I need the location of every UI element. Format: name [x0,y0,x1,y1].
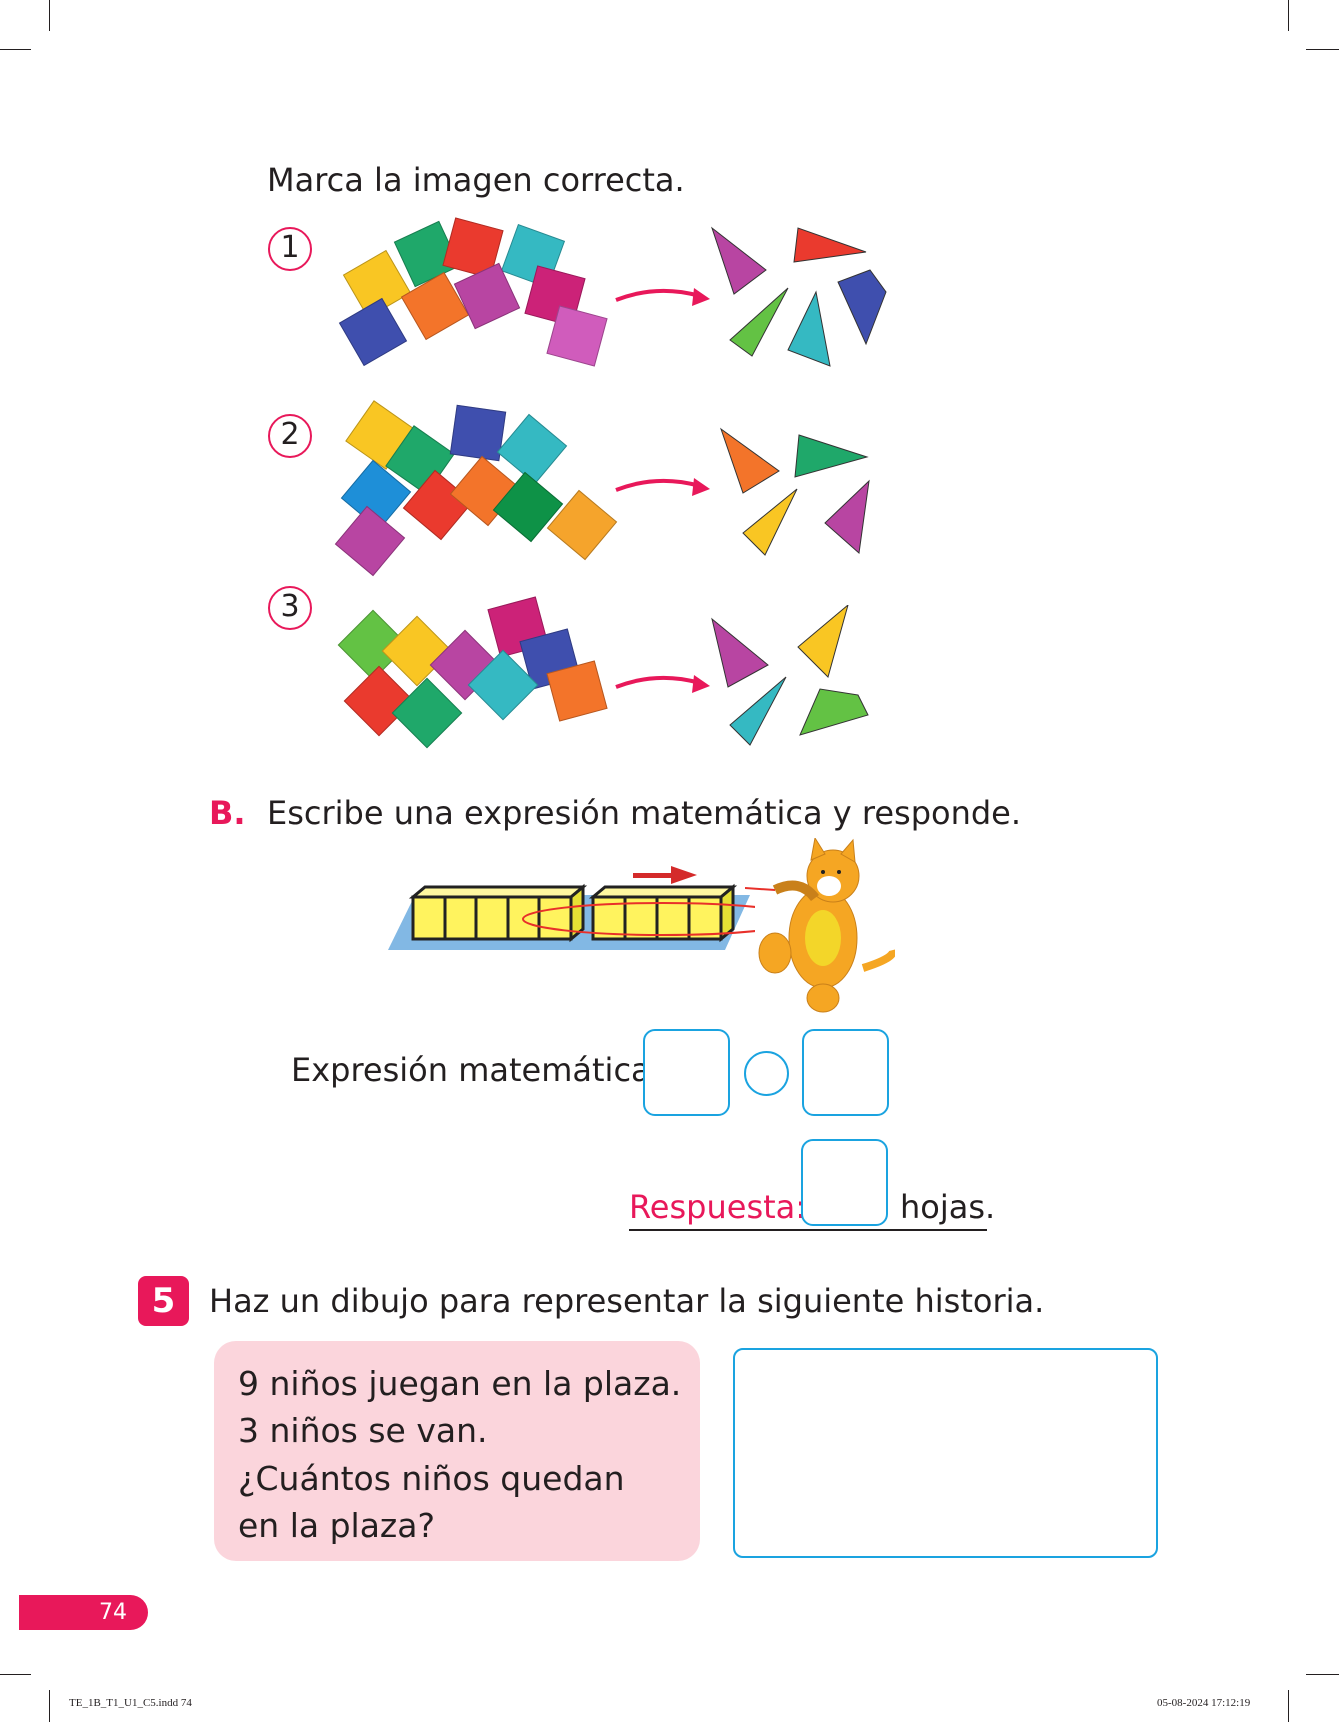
arrow-right-icon [615,675,710,693]
crop-mark [1306,49,1339,50]
answer-underline [629,1229,987,1231]
arrow-right-icon [615,478,710,496]
answer-unit: hojas. [900,1188,996,1226]
exercise-5-instruction: Haz un dibujo para representar la siguie… [209,1282,1045,1320]
answer-label: Respuesta: [629,1188,807,1226]
section-b-instruction: Escribe una expresión matemática y respo… [267,794,1022,832]
paper-planes-3 [711,605,869,746]
instruction-heading: Marca la imagen correcta. [267,161,685,199]
expression-operator-circle[interactable] [744,1051,789,1096]
crop-mark [49,0,50,31]
crop-mark [0,49,31,50]
story-line: en la plaza? [238,1506,435,1545]
exercise-5-badge: 5 [138,1276,189,1326]
story-line: ¿Cuántos niños quedan [238,1459,625,1498]
paper-planes-1 [711,226,887,367]
section-b-letter: B. [209,794,246,832]
option-2-marker[interactable]: 2 [268,414,312,458]
paper-squares-3 [337,596,610,753]
answer-box[interactable] [801,1139,888,1226]
push-arrow-icon [633,866,697,884]
expression-second-number-box[interactable] [802,1029,889,1116]
story-line: 9 niños juegan en la plaza. [238,1364,682,1403]
footer-timestamp: 05-08-2024 17:12:19 [1157,1697,1251,1709]
cat-character [745,838,895,1013]
footer-file: TE_1B_T1_U1_C5.indd 74 [69,1697,192,1709]
page-number-tab: 74 [19,1595,148,1630]
crop-mark [1288,1690,1289,1722]
arrow-right-icon [615,288,710,306]
crop-mark [1288,0,1289,31]
expression-first-number-box[interactable] [643,1029,730,1116]
page-number: 74 [99,1600,127,1625]
crop-mark [49,1690,50,1722]
paper-planes-2 [720,427,870,556]
blocks-illustration [388,883,755,950]
expression-label: Expresión matemática: [291,1051,662,1089]
paper-squares-2 [334,400,618,577]
story-line: 3 niños se van. [238,1411,488,1450]
crop-mark [1306,1674,1339,1675]
paper-squares-1 [338,217,610,369]
option-3-marker[interactable]: 3 [268,586,312,630]
option-1-marker[interactable]: 1 [268,227,312,271]
story-box: 9 niños juegan en la plaza. 3 niños se v… [214,1341,700,1561]
drawing-area[interactable] [733,1348,1158,1558]
crop-mark [0,1674,31,1675]
